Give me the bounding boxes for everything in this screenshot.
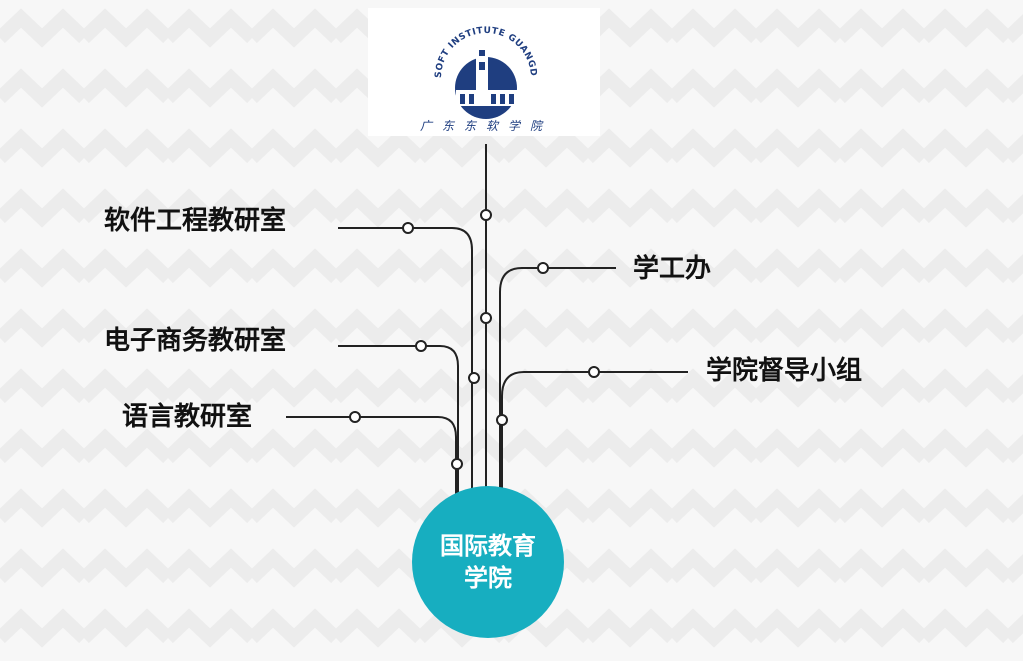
branch-line-student-affairs	[499, 267, 616, 500]
label-software-engineering: 软件工程教研室	[104, 206, 287, 236]
node-dot	[451, 458, 463, 470]
node-dot	[480, 209, 492, 221]
node-dot	[480, 312, 492, 324]
node-dot	[402, 222, 414, 234]
node-dot	[468, 372, 480, 384]
branch-line-supervision-group	[501, 371, 688, 500]
node-dot	[349, 411, 361, 423]
neusoft-logo: NEUSOFT INSTITUTE GUANGDONG 广东东软学院	[368, 8, 600, 136]
label-student-affairs: 学工办	[633, 254, 712, 284]
building-icon	[455, 32, 518, 119]
label-supervision-group: 学院督导小组	[706, 356, 863, 386]
node-dot	[537, 262, 549, 274]
branch-line-language	[286, 416, 457, 500]
node-dot	[415, 340, 427, 352]
center-node: 国际教育 学院	[412, 486, 564, 638]
logo-script-text: 广东东软学院	[420, 119, 552, 133]
node-dot	[588, 366, 600, 378]
label-language: 语言教研室	[122, 402, 253, 432]
center-title-line1: 国际教育	[440, 532, 536, 560]
center-title-line2: 学院	[464, 564, 512, 592]
branch-line-software-engineering	[338, 227, 473, 500]
branch-line-e-commerce	[338, 345, 459, 500]
label-e-commerce: 电子商务教研室	[104, 326, 287, 356]
node-dot	[496, 414, 508, 426]
